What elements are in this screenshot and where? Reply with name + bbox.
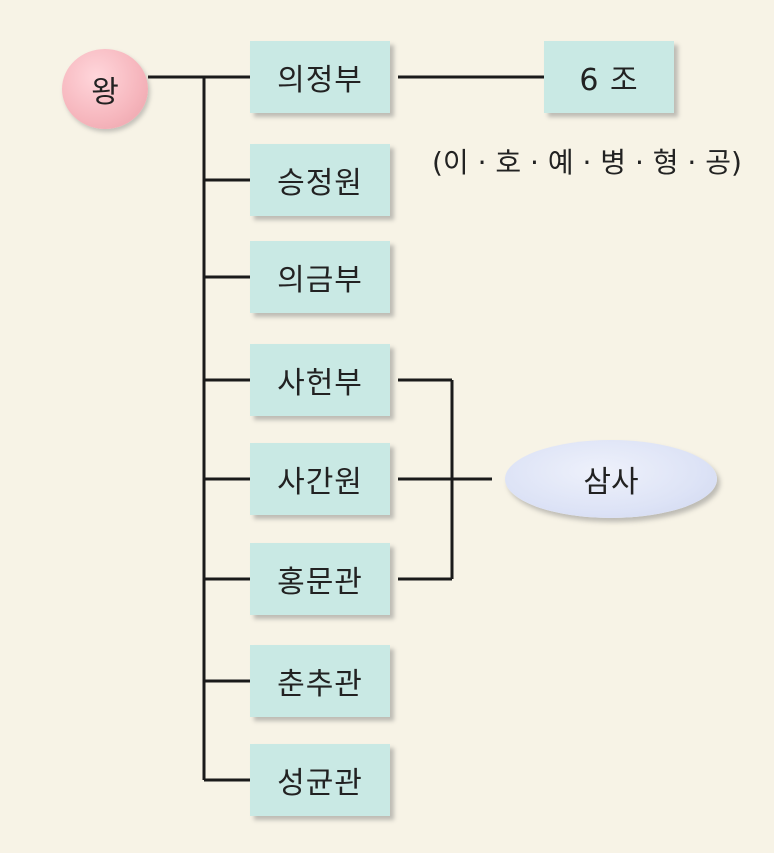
samsa-node: 삼사 [505,440,717,518]
office-box-saheonbu: 사헌부 [250,344,390,416]
office-box-uijeongbu: 의정부 [250,41,390,113]
office-box-hongmungwan: 홍문관 [250,543,390,615]
office-label: 춘추관 [277,667,363,702]
office-box-seonggyungwan: 성균관 [250,744,390,816]
king-label: 왕 [91,75,119,110]
office-box-uigeumbu: 의금부 [250,241,390,313]
office-box-seungjeongwon: 승정원 [250,144,390,216]
office-label: 홍문관 [277,565,363,600]
office-label: 승정원 [277,166,363,201]
office-box-saganwon: 사간원 [250,443,390,515]
office-label: 사헌부 [277,366,363,401]
office-label: 의금부 [277,263,363,298]
six-ministries-note: (이 · 호 · 예 · 병 · 형 · 공) [432,146,742,179]
six-ministries-label: 6 조 [579,63,639,98]
office-box-chunchugwan: 춘추관 [250,645,390,717]
samsa-label: 삼사 [583,465,639,500]
office-label: 의정부 [277,63,363,98]
office-label: 성균관 [277,766,363,801]
six-ministries-box: 6 조 [544,41,674,113]
king-node: 왕 [62,49,148,129]
office-label: 사간원 [277,465,363,500]
